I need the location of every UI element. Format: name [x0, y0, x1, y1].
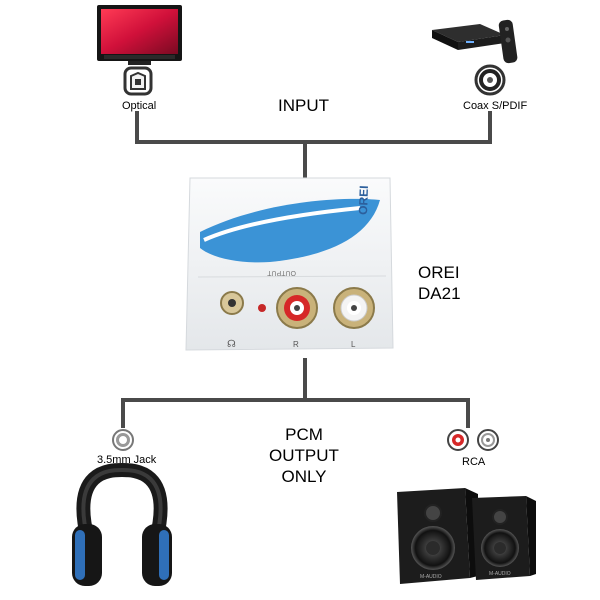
device-model-line2: DA21	[418, 284, 461, 303]
output-heading-line3: ONLY	[281, 467, 327, 486]
jack-label: 3.5mm Jack	[97, 454, 157, 466]
remote-control-image	[498, 19, 518, 64]
device-jack-label-r: R	[293, 340, 299, 349]
device-accent-swoosh	[200, 198, 380, 263]
headphones-image	[72, 462, 172, 586]
headphone-jack-icon	[112, 429, 134, 451]
set-top-box-image	[432, 24, 505, 50]
device-panel-text: OUTPUT	[267, 269, 297, 276]
device-led	[258, 304, 266, 312]
speakers-image: M-AUDIO M-AUDIO	[397, 488, 536, 584]
device-jack-label-l: L	[351, 340, 356, 349]
coax-label: Coax S/PDIF	[463, 100, 528, 112]
optical-port-icon	[123, 66, 153, 96]
optical-label: Optical	[122, 100, 157, 112]
coax-port-icon	[474, 64, 506, 96]
left-speaker-brand-text: M-AUDIO	[420, 574, 442, 580]
output-heading-line1: PCM	[285, 425, 323, 444]
rca-white-icon	[477, 429, 499, 451]
rca-label: RCA	[462, 456, 486, 468]
device-headphone-symbol: ☊	[227, 339, 236, 350]
right-speaker-brand-text: M-AUDIO	[489, 571, 511, 577]
connector-lines	[121, 111, 492, 428]
device-model-label: OREI DA21	[418, 262, 464, 304]
input-connector-line	[135, 111, 492, 144]
output-connector-line	[121, 398, 470, 428]
input-heading: INPUT	[278, 96, 329, 115]
output-heading-line2: OUTPUT	[269, 446, 339, 465]
rca-red-icon	[447, 429, 469, 451]
tv-image	[97, 5, 182, 65]
output-heading: PCM OUTPUT ONLY	[254, 424, 354, 487]
converter-device-image: OREI OUTPUT ☊ R L	[185, 177, 394, 351]
device-model-line1: OREI	[418, 263, 460, 282]
device-brand-text: OREI	[356, 185, 371, 215]
